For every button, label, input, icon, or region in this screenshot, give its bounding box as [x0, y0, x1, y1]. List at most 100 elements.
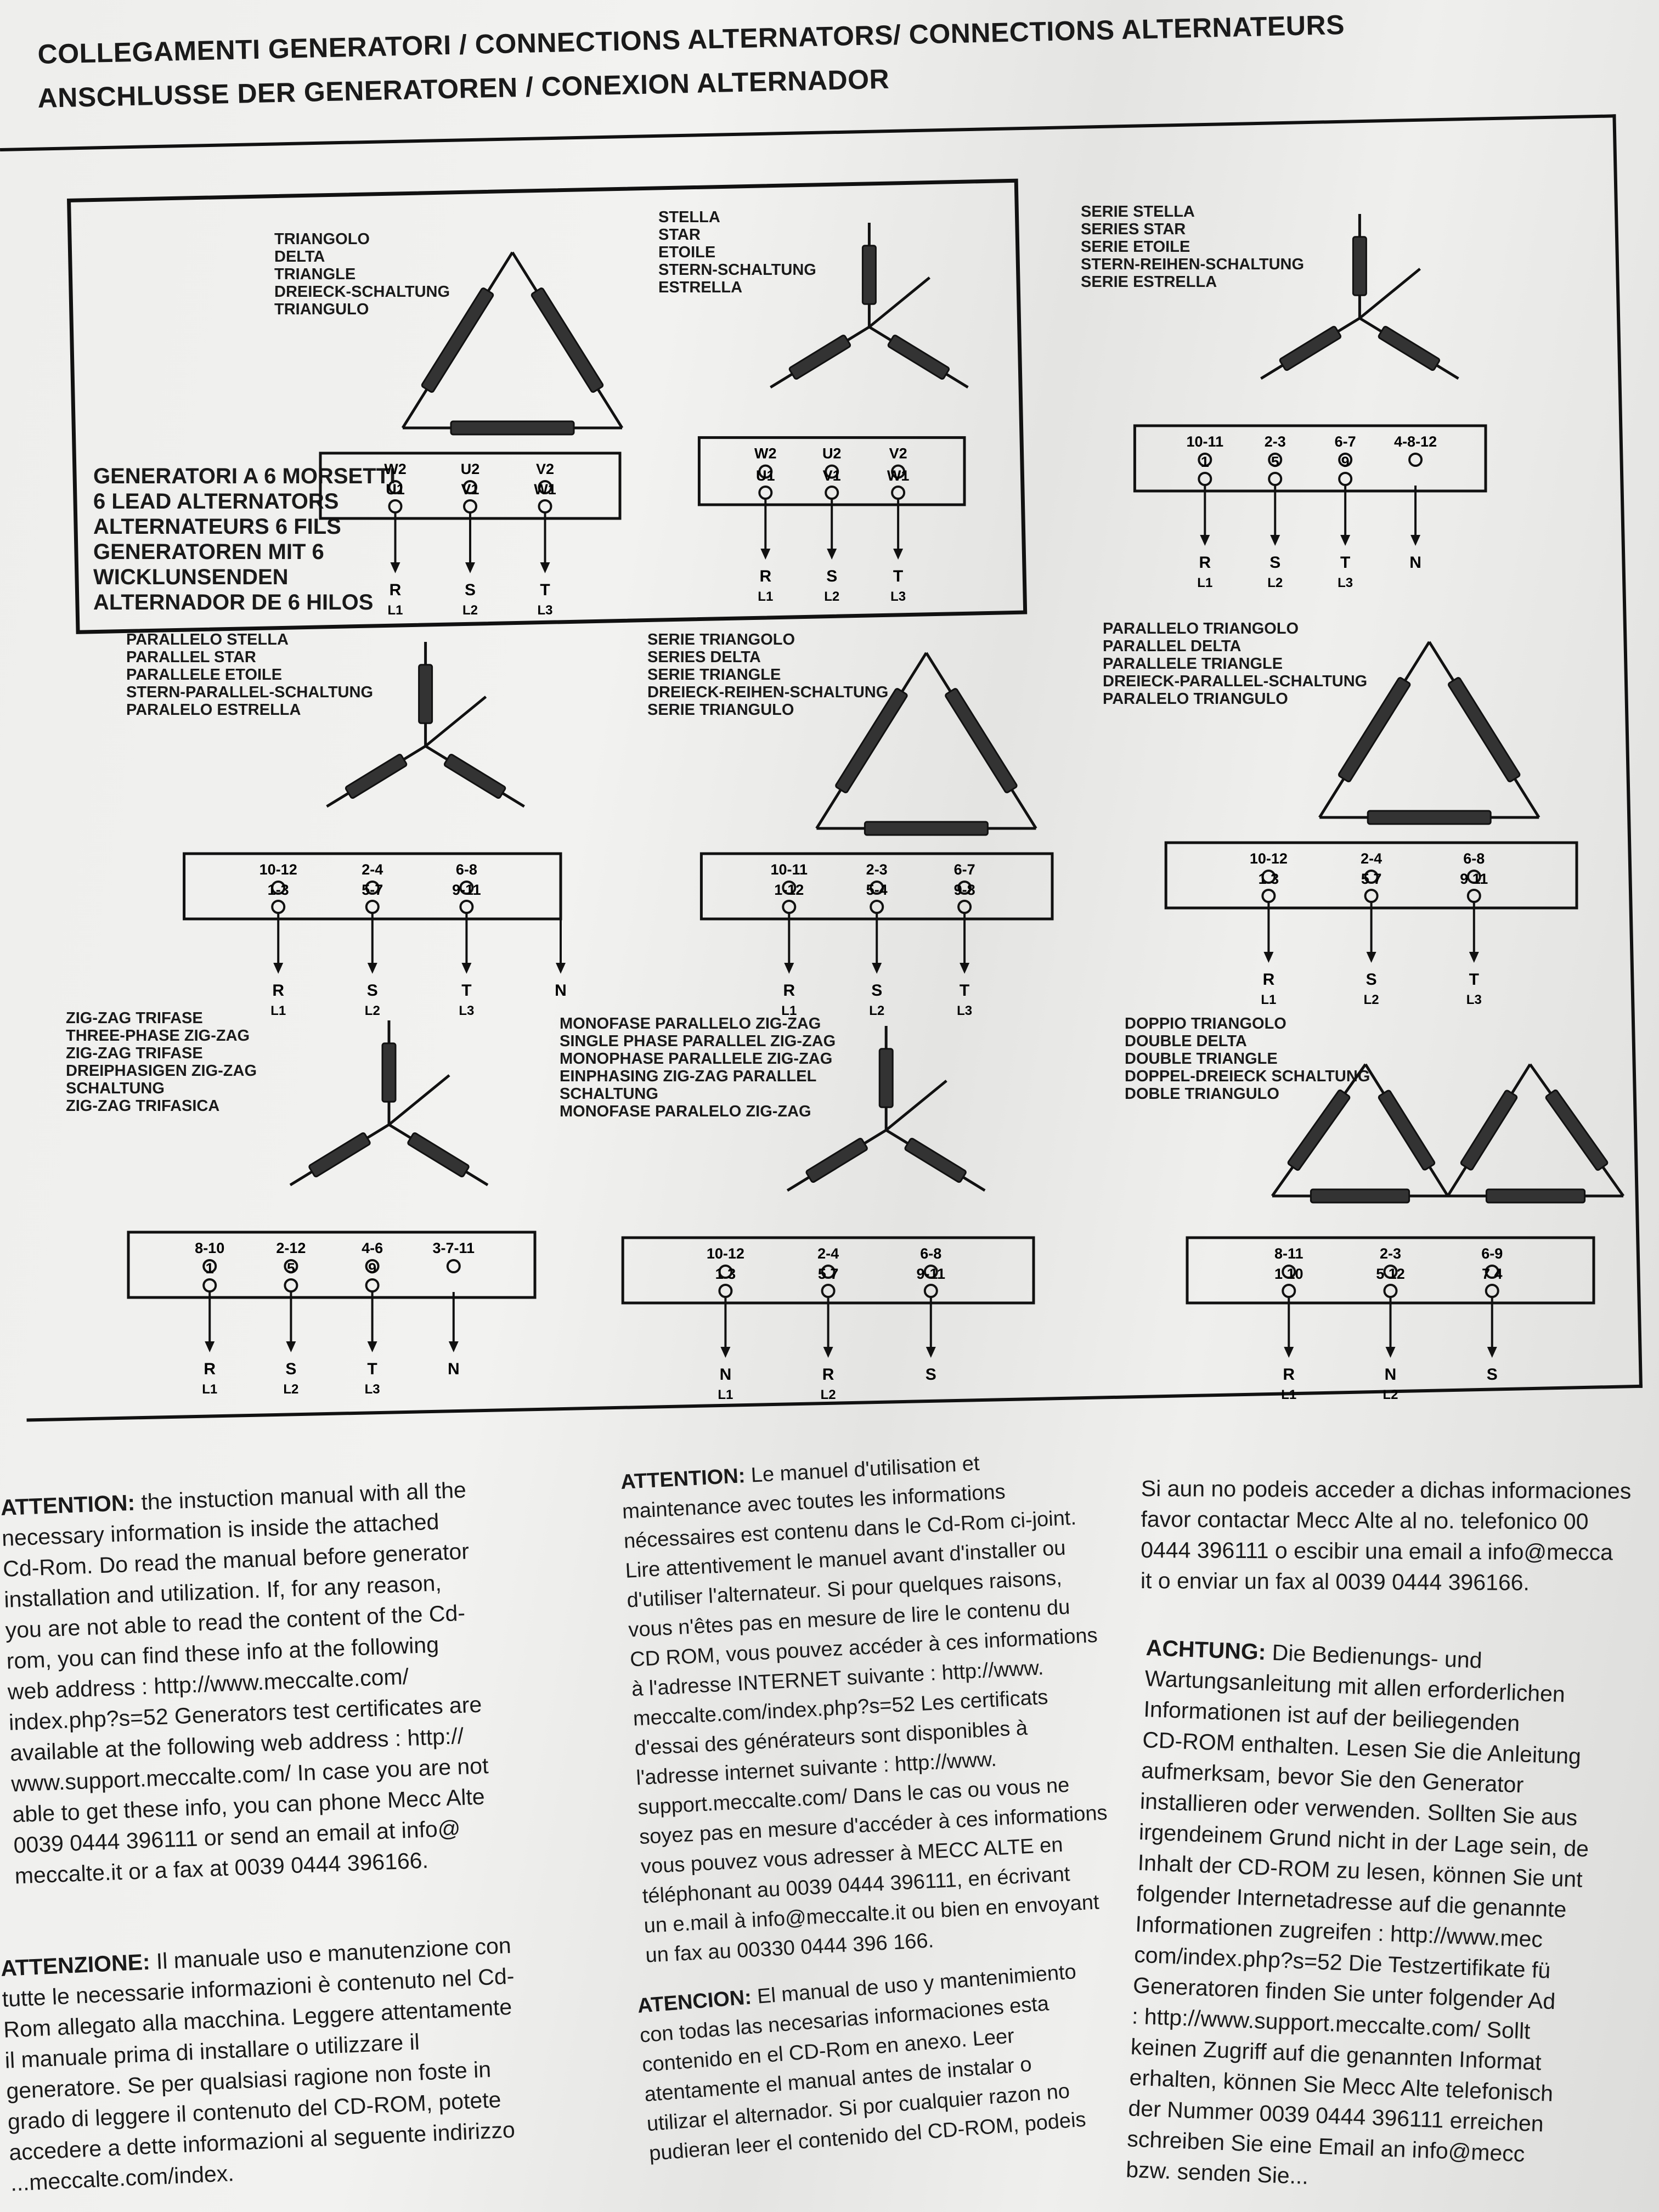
terminal-label: 10-12 — [707, 1245, 744, 1262]
line-label: L1 — [1281, 1387, 1296, 1402]
terminal-stud — [1364, 870, 1379, 884]
output-label: N — [448, 1360, 460, 1378]
output-label: R — [390, 581, 402, 599]
output-label: S — [1366, 970, 1377, 989]
terminal-stud — [202, 1278, 217, 1293]
output-label: S — [1269, 554, 1280, 572]
terminal-label: U1 — [386, 481, 405, 498]
diagram-delta: TRIANGOLO DELTA TRIANGLE DREIECK-SCHALTU… — [274, 230, 658, 618]
output-label: S — [285, 1360, 296, 1378]
terminal-label: 6-7 — [954, 861, 975, 878]
output-label: R — [759, 567, 771, 585]
terminal-label: 9-11 — [917, 1266, 946, 1282]
diagram-zigzag-three-phase: ZIG-ZAG TRIFASE THREE-PHASE ZIG-ZAG ZIG-… — [66, 1009, 587, 1397]
terminal-stud — [821, 1284, 836, 1298]
arrow-icon — [1340, 535, 1351, 546]
winding-coil — [381, 1020, 397, 1125]
six-lead-label: GENERATORI A 6 MORSETTI 6 LEAD ALTERNATO… — [93, 464, 396, 614]
terminal-stud — [446, 1259, 461, 1273]
terminal-stud — [538, 480, 552, 494]
output-label: R — [1263, 970, 1275, 989]
winding-coil — [1318, 641, 1431, 819]
line-label: L1 — [387, 603, 403, 618]
output-label: T — [893, 567, 903, 585]
terminal-stud — [825, 486, 839, 500]
line-label: L1 — [781, 1003, 797, 1018]
output-label: T — [461, 981, 471, 1000]
winding-coil — [1352, 214, 1367, 318]
winding-coil — [868, 325, 969, 389]
arrow-icon — [784, 963, 794, 974]
terminal-label: 1 — [1201, 454, 1209, 470]
terminal-stud — [1198, 453, 1212, 467]
terminal-stud — [365, 1259, 380, 1273]
neutral-lead — [1358, 268, 1421, 319]
terminal-stud — [1268, 453, 1283, 467]
terminal-label: W1 — [534, 481, 556, 498]
terminal-label: 3-7-11 — [433, 1240, 475, 1256]
terminal-label: 9-11 — [452, 882, 481, 898]
winding-coil — [401, 251, 514, 429]
terminal-stud — [1268, 472, 1283, 486]
text-english: ATTENTION: the instuction manual with al… — [0, 1471, 574, 1892]
terminal-label: 6-9 — [1481, 1245, 1503, 1262]
terminal-label: 10-11 — [771, 861, 808, 878]
diagram-series-delta: SERIE TRIANGOLO SERIES DELTA SERIE TRIAN… — [647, 631, 1097, 1018]
terminal-stud — [538, 499, 552, 514]
terminal-label: 1 3 — [715, 1266, 736, 1282]
spanish-heading: ATENCION: — [636, 1985, 753, 2018]
terminal-stud — [284, 1278, 298, 1293]
arrow-icon — [827, 549, 837, 560]
line-label: L1 — [1261, 992, 1276, 1007]
diagram-series-star: SERIE STELLA SERIES STAR SERIE ETOILE ST… — [1081, 203, 1531, 590]
terminal-label: 1 3 — [1259, 871, 1279, 887]
terminal-label: 6-8 — [920, 1245, 941, 1262]
winding-coil — [1448, 1188, 1623, 1204]
arrow-icon — [926, 1347, 936, 1358]
terminal-label: V1 — [461, 481, 479, 498]
terminal-stud — [923, 1265, 938, 1279]
arrow-icon — [465, 562, 475, 573]
output-label: S — [1487, 1365, 1498, 1384]
line-label: L3 — [537, 603, 552, 618]
terminal-stud — [923, 1284, 938, 1298]
winding-coil — [1528, 1063, 1625, 1197]
terminal-stud — [782, 900, 797, 914]
terminal-label: 8-11 — [1274, 1245, 1304, 1262]
arrow-icon — [872, 963, 882, 974]
arrow-icon — [1263, 952, 1274, 963]
diagram-double-delta: DOPPIO TRIANGOLO DOUBLE DELTA DOUBLE TRI… — [1125, 1015, 1646, 1402]
winding-coil — [511, 251, 624, 429]
line-label: L1 — [718, 1387, 733, 1402]
arrow-icon — [367, 963, 377, 974]
output-label: R — [1283, 1365, 1295, 1384]
terminal-stud — [758, 464, 773, 479]
winding-coil — [861, 223, 877, 327]
terminal-stud — [1261, 870, 1276, 884]
italian-heading: ATTENZIONE: — [0, 1949, 151, 1981]
terminal-label: W1 — [887, 467, 910, 484]
arrow-icon — [286, 1341, 296, 1352]
terminal-label: 8-10 — [195, 1240, 224, 1256]
winding-coil — [425, 744, 525, 808]
winding-coil — [786, 1128, 887, 1192]
winding-coil — [1319, 810, 1539, 825]
terminal-stud — [271, 881, 286, 895]
diagram-label: ZIG-ZAG TRIFASE THREE-PHASE ZIG-ZAG ZIG-… — [66, 1009, 257, 1115]
diagram-label: SERIE TRIANGOLO SERIES DELTA SERIE TRIAN… — [647, 631, 889, 719]
winding-coil — [815, 652, 928, 830]
winding-coil — [885, 1128, 986, 1192]
diagram-star: STELLA STAR ETOILE STERN-SCHALTUNG ESTRE… — [658, 208, 998, 604]
line-label: L2 — [365, 1003, 380, 1018]
terminal-stud — [1408, 453, 1423, 467]
terminal-stud — [463, 499, 477, 514]
terminal-label: 7 4 — [1482, 1266, 1503, 1282]
terminal-stud — [891, 486, 906, 500]
terminal-label: 2-3 — [1265, 433, 1286, 450]
arrow-icon — [556, 963, 566, 974]
line-label: L3 — [890, 589, 906, 604]
arrow-icon — [367, 1341, 377, 1352]
